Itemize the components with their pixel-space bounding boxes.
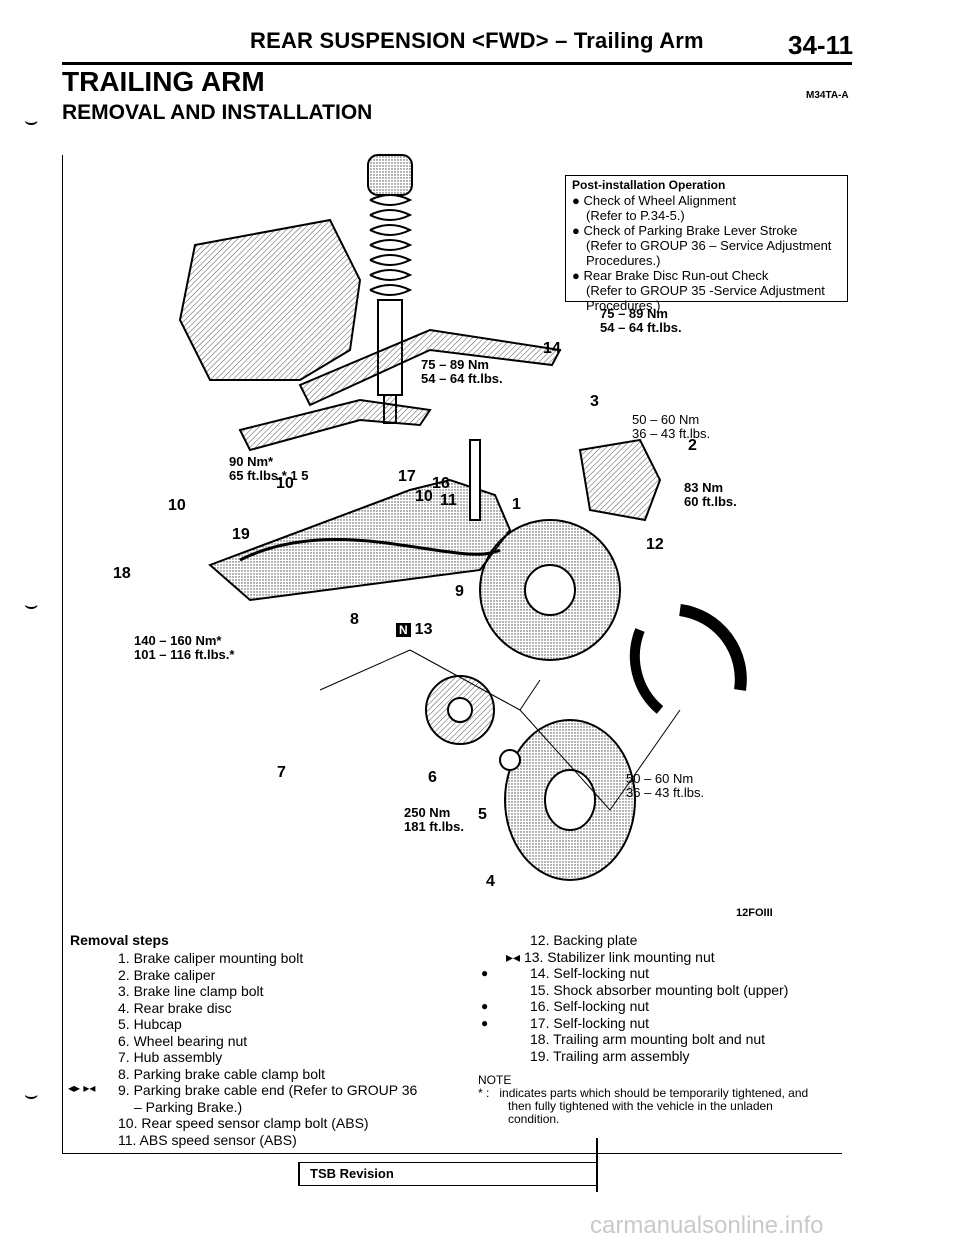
- figure-id: 12FOIII: [736, 907, 773, 919]
- step-item: 4. Rear brake disc: [118, 999, 232, 1016]
- note: NOTE * : indicates parts which should be…: [478, 1074, 808, 1126]
- step-item: 5. Hubcap: [118, 1016, 182, 1032]
- step-item: 1. Brake caliper mounting bolt: [118, 950, 304, 966]
- exploded-view-illustration: [178, 154, 747, 881]
- lower-arm: [238, 398, 432, 452]
- callout-number: 3: [590, 393, 599, 410]
- tsb-bar: [596, 1138, 598, 1192]
- removal-steps-right: 12. Backing plate ▸◂ 13. Stabilizer link…: [506, 932, 789, 1064]
- shock-absorber: [367, 154, 413, 424]
- step-item: 14. Self-locking nut: [530, 965, 650, 981]
- torque-label: 140 – 160 Nm*101 – 116 ft.lbs.*: [134, 633, 235, 662]
- binder-hole-mark: ⌣: [24, 592, 39, 617]
- frame-line-bottom: [62, 1153, 842, 1154]
- callout-number: 16: [432, 475, 450, 492]
- callout-number: 10: [276, 475, 294, 492]
- header-title: REAR SUSPENSION <FWD> – Trailing Arm: [250, 28, 704, 53]
- step-item: 19. Trailing arm assembly: [530, 1047, 690, 1064]
- post-item-ref: (Refer to GROUP 36 – Service Adjustment …: [586, 238, 832, 268]
- step-item: 10. Rear speed sensor clamp bolt (ABS): [118, 1115, 369, 1131]
- step-item: ▸◂ 13. Stabilizer link mounting nut: [506, 948, 715, 965]
- brake-caliper: [578, 438, 662, 522]
- callout-number: 19: [232, 526, 250, 543]
- torque-label: 90 Nm*65 ft.lbs.* 1 5: [229, 454, 309, 483]
- leader-lines: [319, 649, 681, 811]
- callout-number: 18: [113, 565, 131, 582]
- callout-number: 7: [277, 764, 286, 781]
- step-item: 18. Trailing arm mounting bolt and nut: [530, 1031, 766, 1047]
- bullet-marks: ● ●●: [481, 966, 489, 1030]
- step-item: 11. ABS speed sensor (ABS): [118, 1131, 297, 1148]
- callout-number: 4: [486, 873, 495, 890]
- step-item: 3. Brake line clamp bolt: [118, 983, 264, 999]
- post-item: ● Check of Wheel Alignment: [572, 193, 736, 208]
- step-item-continued: – Parking Brake.): [134, 1098, 243, 1115]
- post-item-ref: (Refer to P.34-5.): [586, 208, 685, 223]
- brake-shoe: [679, 604, 747, 691]
- service-marks: ▸◂: [506, 948, 521, 965]
- note-line: then fully tightened with the vehicle in…: [508, 1099, 773, 1113]
- tsb-revision-box: TSB Revision: [298, 1162, 598, 1186]
- callout-number: 6: [428, 769, 437, 786]
- step-item: 2. Brake caliper: [118, 966, 216, 983]
- step-item: 12. Backing plate: [530, 932, 638, 948]
- callout-number: 9: [455, 583, 464, 600]
- header-rule: [62, 62, 852, 65]
- step-item: 7. Hub assembly: [118, 1049, 223, 1065]
- section-subtitle: REMOVAL AND INSTALLATION: [62, 101, 373, 124]
- callout-number: 2: [688, 437, 697, 454]
- frame-line-left: [62, 155, 63, 1153]
- service-marks: ◂▸ ▸◂: [68, 1081, 96, 1095]
- callout-number: 10: [168, 497, 186, 514]
- step-item: 15. Shock absorber mounting bolt (upper): [530, 981, 789, 998]
- note-label: NOTE: [478, 1073, 512, 1087]
- removal-steps-title: Removal steps: [70, 932, 169, 948]
- note-line: condition.: [508, 1112, 560, 1126]
- callout-number: 12: [646, 536, 664, 553]
- wheel-bearing-nut: [499, 749, 521, 771]
- brake-shoe: [629, 628, 664, 714]
- step-item: 8. Parking brake cable clamp bolt: [118, 1065, 325, 1082]
- binder-hole-mark: ⌣: [24, 108, 39, 133]
- removal-steps-left: 1. Brake caliper mounting bolt 2. Brake …: [118, 950, 417, 1148]
- callout-number: 17: [398, 468, 416, 485]
- section-code: M34TA-A: [806, 90, 849, 101]
- callout-number: 14: [543, 340, 561, 357]
- callout-number: 11: [440, 492, 457, 509]
- step-item: 9. Parking brake cable end (Refer to GRO…: [118, 1082, 418, 1098]
- page-number: 34-11: [788, 30, 854, 60]
- note-line: * : indicates parts which should be temp…: [478, 1086, 809, 1100]
- stabilizer-link: [469, 439, 481, 521]
- section-title: TRAILING ARM: [62, 66, 265, 97]
- post-item: ● Rear Brake Disc Run-out Check: [572, 268, 769, 283]
- callout-number: 1: [512, 496, 521, 513]
- callout-number: 8: [350, 611, 359, 628]
- upper-arm: [298, 328, 562, 407]
- step-item: 17. Self-locking nut: [530, 1014, 650, 1031]
- body-bracket: [178, 218, 362, 381]
- brake-cable: [239, 538, 501, 562]
- watermark: carmanualsonline.info: [590, 1212, 824, 1239]
- step-item: 16. Self-locking nut: [530, 998, 650, 1014]
- post-installation-title: Post-installation Operation: [572, 178, 726, 192]
- step-item: 6. Wheel bearing nut: [118, 1032, 248, 1049]
- post-installation-box: Post-installation Operation ● Check of W…: [565, 175, 848, 313]
- binder-hole-mark: ⌣: [24, 1082, 39, 1107]
- post-item: ● Check of Parking Brake Lever Stroke: [572, 223, 798, 238]
- post-item-ref: (Refer to GROUP 35 -Service Adjustment P…: [586, 283, 825, 313]
- callout-number: 10: [415, 488, 433, 505]
- callout-number: 5: [478, 806, 487, 823]
